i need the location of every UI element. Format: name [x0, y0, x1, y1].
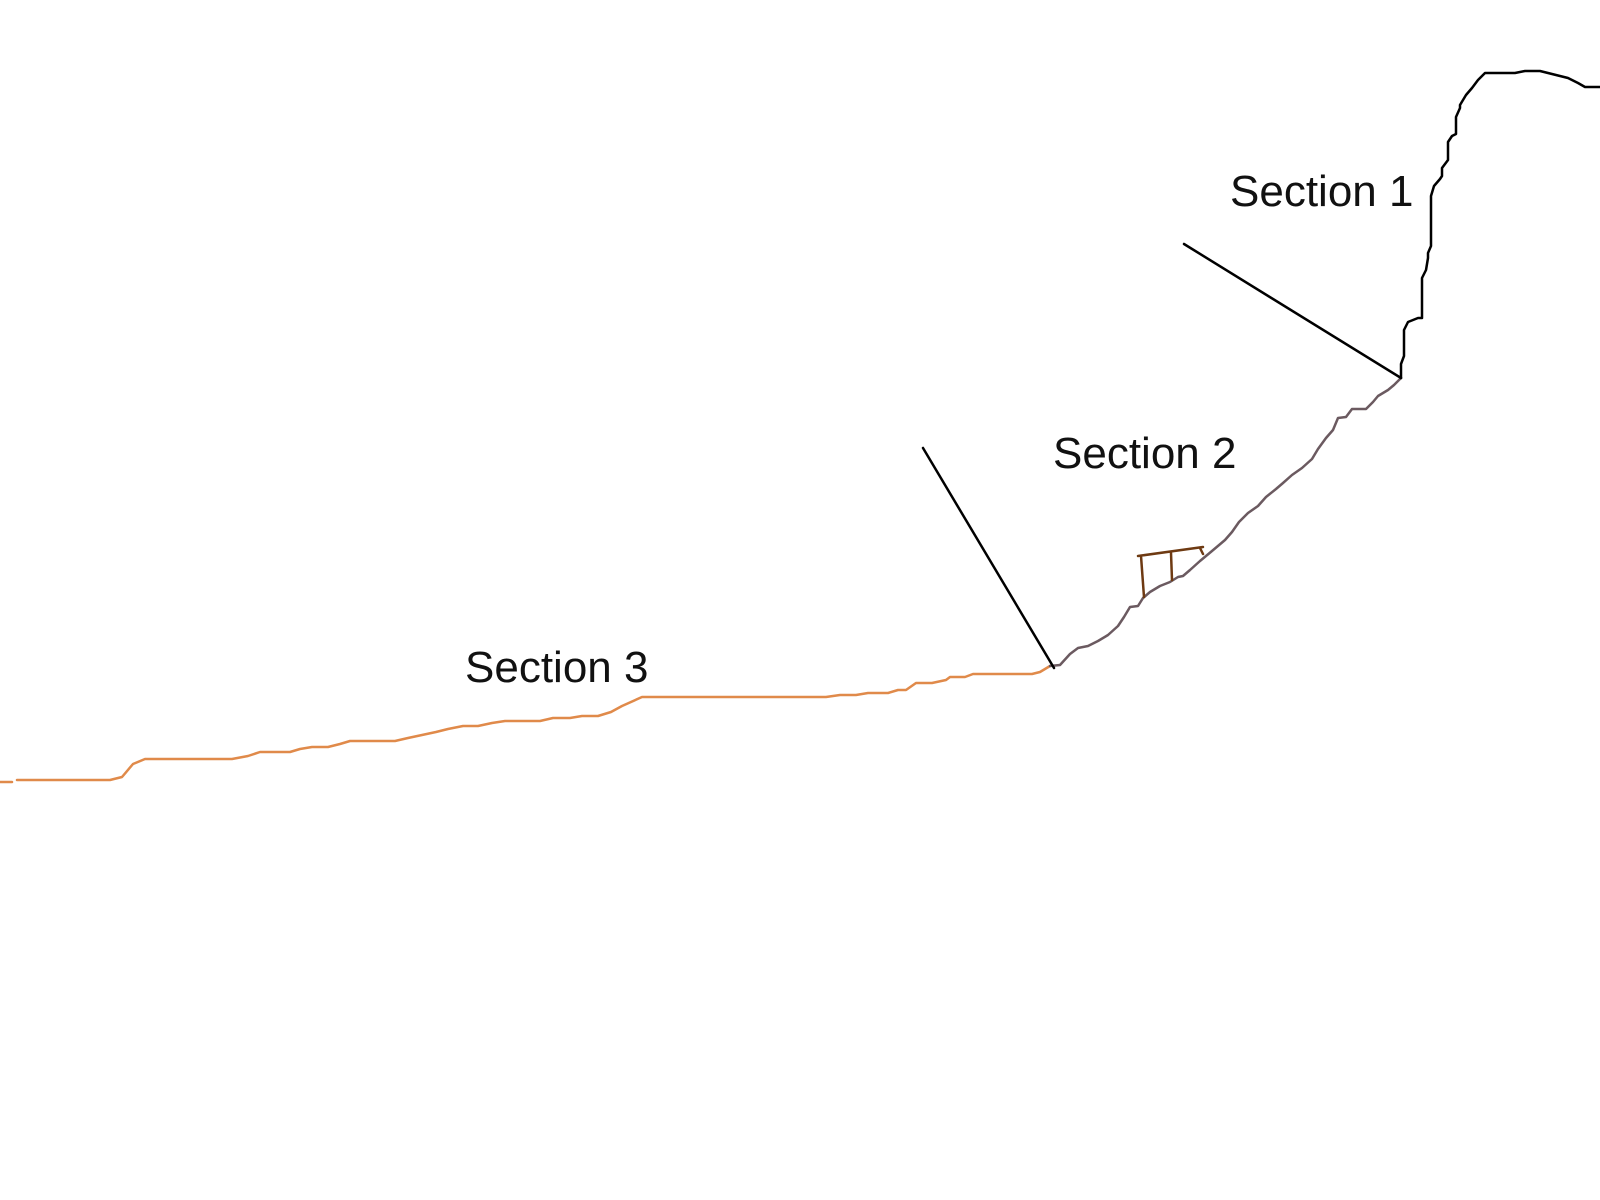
railing-post-right — [1198, 546, 1205, 556]
section-2-label: Section 2 — [1053, 429, 1236, 478]
section-1-profile-line — [1399, 69, 1600, 380]
section-1-2-boundary-line — [1182, 242, 1403, 380]
section-3-label: Section 3 — [465, 643, 648, 692]
railing-post-middle — [1169, 551, 1174, 582]
railing-post-left — [1139, 554, 1146, 599]
section-1-label: Section 1 — [1230, 167, 1413, 216]
section-3-profile-line — [0, 664, 1052, 784]
railing-structure — [1136, 545, 1205, 599]
section-2-3-boundary-line — [921, 446, 1056, 670]
section-2-profile-line — [1048, 376, 1403, 668]
railing-top-rail — [1136, 545, 1205, 558]
